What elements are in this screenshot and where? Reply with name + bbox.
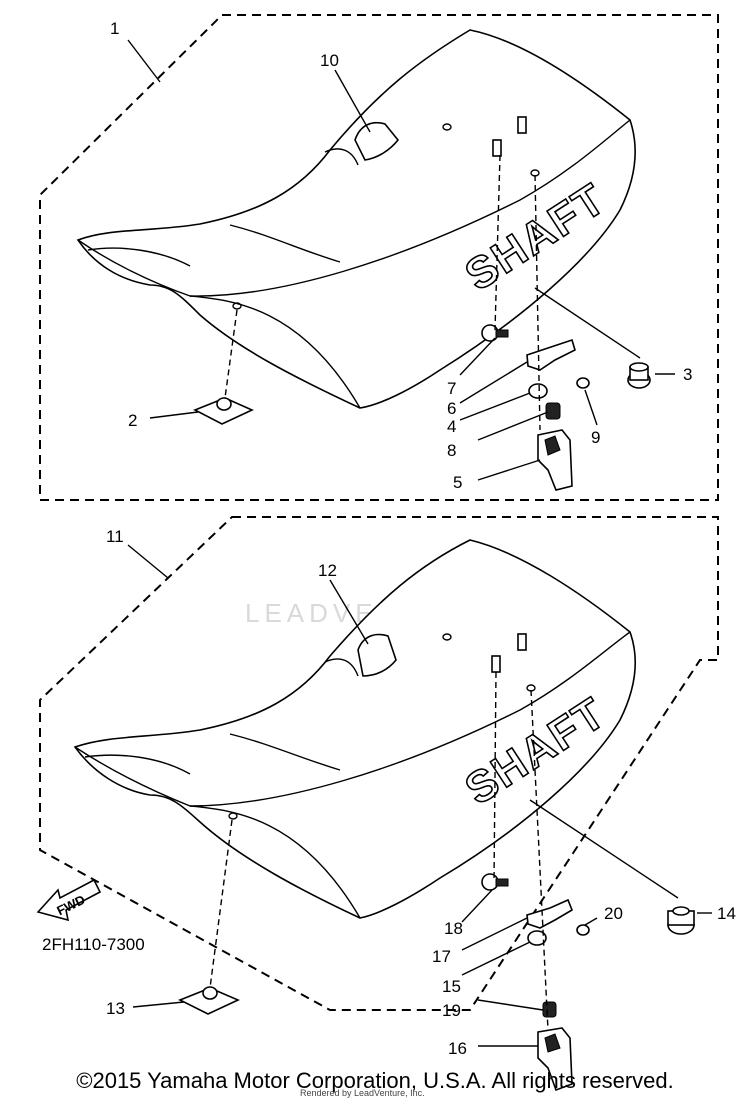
hardware-top <box>193 154 651 491</box>
bottom-boundary <box>39 516 719 1011</box>
callout-15: 15 <box>442 977 461 996</box>
hardware-bottom <box>178 671 695 1092</box>
top-boundary <box>39 14 719 501</box>
callout-7: 7 <box>447 379 456 398</box>
callout-20: 20 <box>604 904 623 923</box>
fwd-arrow-icon: FWD <box>36 878 102 922</box>
leaders-bottom <box>127 544 712 1047</box>
diagram-code: 2FH110-7300 <box>42 935 145 954</box>
plate-13 <box>178 987 240 1015</box>
callout-19: 19 <box>442 1001 461 1020</box>
callout-4: 4 <box>447 417 456 436</box>
bracket-17 <box>526 898 573 929</box>
callout-12: 12 <box>318 561 337 580</box>
top-assembly: SHAFT <box>39 14 719 501</box>
callout-3: 3 <box>683 365 692 384</box>
bottom-assembly: SHAFT FWD 2FH110-7300 <box>36 516 736 1092</box>
callout-16: 16 <box>448 1039 467 1058</box>
callout-13: 13 <box>106 999 125 1018</box>
bracket-6 <box>526 338 576 371</box>
strap-10 <box>354 121 400 161</box>
spring-8 <box>545 402 561 420</box>
callout-1: 1 <box>110 19 119 38</box>
leaders-top <box>127 39 675 481</box>
callout-2: 2 <box>128 411 137 430</box>
spring-19 <box>542 1001 557 1018</box>
callout-11: 11 <box>106 527 124 546</box>
callout-5: 5 <box>453 473 462 492</box>
collar-4 <box>528 383 548 399</box>
callout-8: 8 <box>447 441 456 460</box>
callout-14: 14 <box>717 904 736 923</box>
render-note: Rendered by LeadVenture, Inc. <box>300 1088 425 1098</box>
callout-9: 9 <box>591 428 600 447</box>
washer-9 <box>576 377 590 389</box>
seat-bottom: SHAFT <box>73 539 636 919</box>
callout-18: 18 <box>444 919 463 938</box>
plate-2 <box>193 397 254 425</box>
washer-20 <box>576 924 590 936</box>
copyright-text: ©2015 Yamaha Motor Corporation, U.S.A. A… <box>76 1068 674 1093</box>
callout-10: 10 <box>320 51 339 70</box>
callout-17: 17 <box>432 947 451 966</box>
collar-15 <box>527 930 547 946</box>
callout-6: 6 <box>447 399 456 418</box>
